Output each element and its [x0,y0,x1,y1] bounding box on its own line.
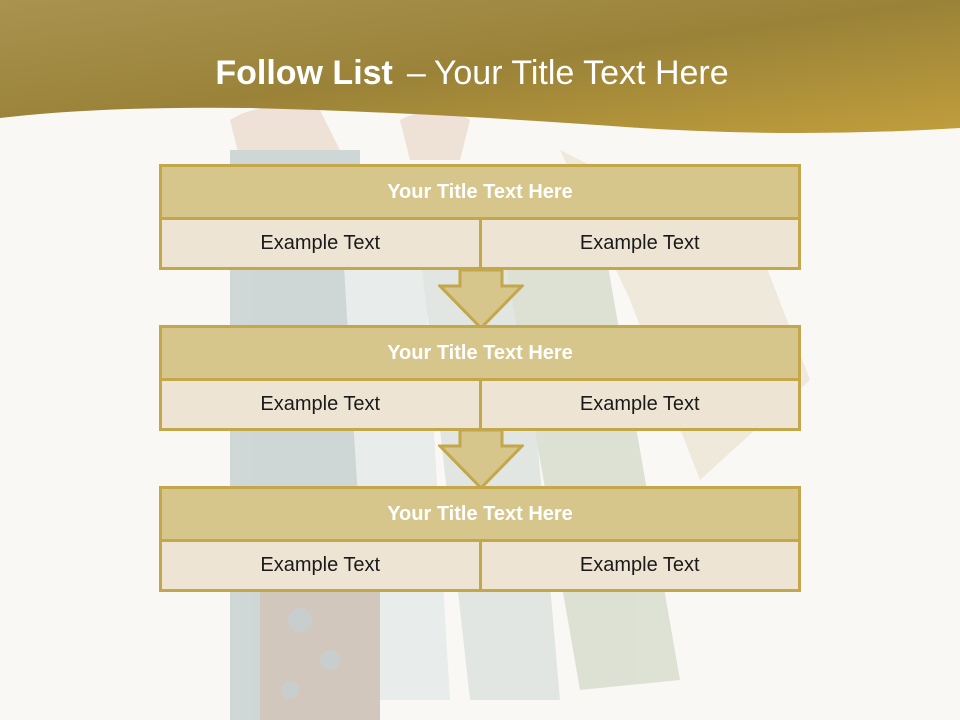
block-cell-left: Example Text [162,220,479,267]
block-title: Your Title Text Here [159,164,801,220]
block-row: Example Text Example Text [159,542,801,592]
down-arrow-icon [438,430,524,490]
header-band [0,0,960,133]
block-cell-right: Example Text [478,542,798,589]
block-cell-right: Example Text [478,220,798,267]
slide-title-rest: Your Title Text Here [433,54,729,92]
slide-title: Follow List–Your Title Text Here [0,54,944,93]
block-row: Example Text Example Text [159,381,801,431]
follow-block-1: Your Title Text Here Example Text Exampl… [159,164,801,270]
slide-title-bold: Follow List [215,54,393,92]
block-cell-left: Example Text [162,381,479,428]
block-title: Your Title Text Here [159,486,801,542]
block-row: Example Text Example Text [159,220,801,270]
block-cell-left: Example Text [162,542,479,589]
follow-block-2: Your Title Text Here Example Text Exampl… [159,325,801,431]
block-cell-right: Example Text [478,381,798,428]
block-title: Your Title Text Here [159,325,801,381]
down-arrow-icon [438,270,524,330]
slide-title-separator: – [406,54,426,92]
follow-block-3: Your Title Text Here Example Text Exampl… [159,486,801,592]
